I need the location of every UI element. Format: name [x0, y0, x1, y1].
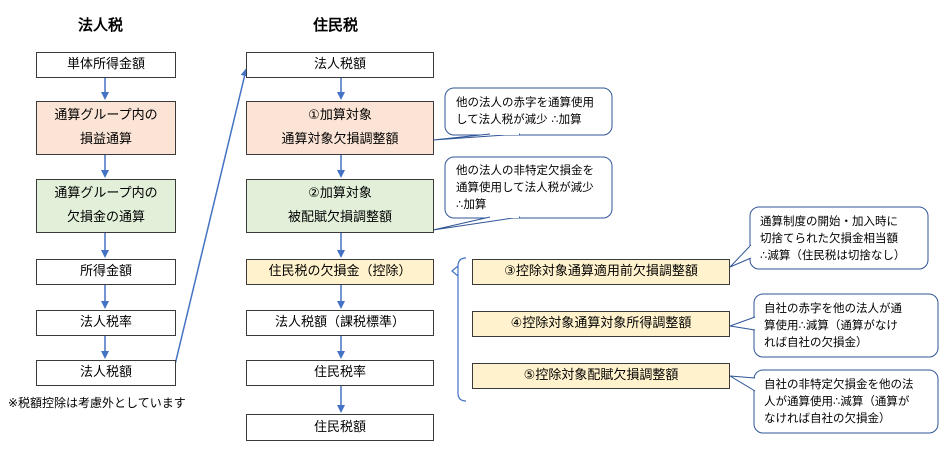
left-box-loss-offset: 通算グループ内の 損益通算	[36, 101, 176, 155]
deduction-bracket	[457, 257, 467, 402]
header-resident-tax: 住民税	[313, 16, 359, 34]
arrow	[172, 68, 249, 374]
left-box-income: 所得金額	[36, 259, 176, 285]
callout-5	[729, 369, 939, 434]
right-box-corporate-tax-amount: 法人税額	[246, 52, 434, 78]
right-box-addition-1: ①加算対象 通算対象欠損調整額	[246, 101, 434, 155]
callout-3-text: 通算制度の開始・加入時に 切捨てられた欠損金相当額 ∴減算（住民税は切捨なし）	[760, 214, 906, 262]
right-box-resident-rate: 住民税率	[246, 360, 434, 386]
right-box-tax-base: 法人税額（課税標準）	[246, 310, 434, 336]
callout-4-text: 自社の赤字を他の法人が通 算使用∴減算（通算がなけ れば自社の欠損金）	[764, 301, 902, 349]
right-box-addition-2: ②加算対象 被配賦欠損調整額	[246, 179, 434, 233]
left-box-tax-rate: 法人税率	[36, 310, 176, 336]
deduction-box-3: ③控除対象通算適用前欠損調整額	[472, 259, 730, 285]
left-box-nol-offset: 通算グループ内の 欠損金の通算	[36, 179, 176, 233]
footnote: ※税額控除は考慮外としています	[8, 396, 186, 410]
callout-1	[432, 87, 613, 141]
callout-4	[729, 293, 939, 358]
callout-1-text: 他の法人の赤字を通算使用 して法人税が減少 ∴加算	[456, 95, 594, 126]
callout-5-text: 自社の非特定欠損金を他の法 人が通算使用∴減算（通算が なければ自社の欠損金）	[764, 377, 914, 425]
left-box-standalone-income: 単体所得金額	[36, 52, 176, 78]
deduction-box-4: ④控除対象通算対象所得調整額	[472, 311, 730, 337]
callout-3	[729, 206, 929, 270]
right-box-resident-nol: 住民税の欠損金（控除）	[246, 259, 434, 285]
left-box-tax-amount: 法人税額	[36, 360, 176, 386]
callout-2-text: 他の法人の非特定欠損金を 通算使用して法人税が減少 ∴加算	[456, 163, 594, 211]
right-box-resident-tax-amount: 住民税額	[246, 414, 434, 441]
deduction-box-5: ⑤控除対象配賦欠損調整額	[472, 363, 730, 389]
header-corporate-tax: 法人税	[78, 16, 124, 34]
